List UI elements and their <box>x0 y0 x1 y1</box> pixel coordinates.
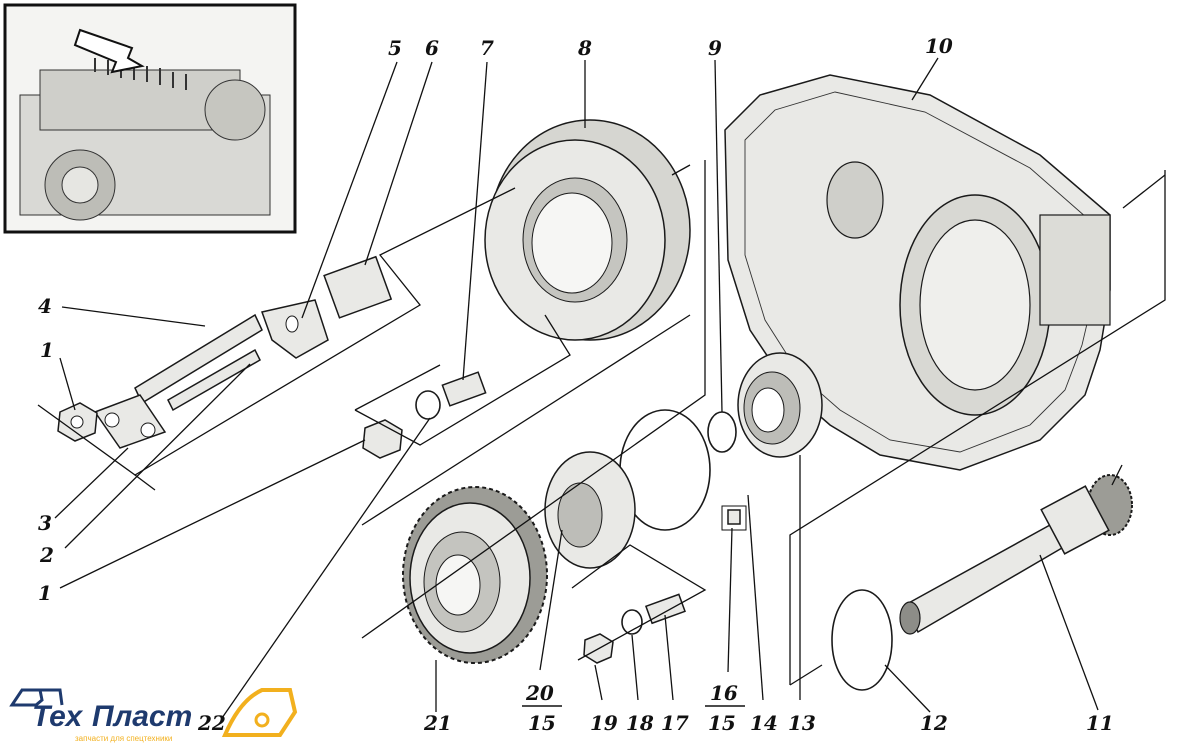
snap-ring-small <box>707 411 737 453</box>
logo-tagline: запчасти для спецтехники <box>75 734 172 743</box>
callout-leader-lines <box>54 57 1123 719</box>
logo-brand-part1: Тех <box>32 700 83 733</box>
callout-5: 5 <box>388 36 402 60</box>
callout-14: 14 <box>750 711 778 735</box>
callout-18: 18 <box>626 711 654 735</box>
clutch-cover <box>484 119 691 341</box>
callout-1-top: 1 <box>40 338 54 362</box>
callout-17: 17 <box>661 711 689 735</box>
callout-6: 6 <box>425 36 439 60</box>
input-shaft <box>899 474 1133 635</box>
callout-15-left: 15 <box>528 711 556 735</box>
callout-4: 4 <box>38 294 52 318</box>
callout-13: 13 <box>788 711 816 735</box>
callout-12: 12 <box>920 711 948 735</box>
callout-8: 8 <box>577 36 592 60</box>
callout-15-right: 15 <box>708 711 736 735</box>
callout-2: 2 <box>39 543 54 567</box>
gearbox-housing <box>724 74 1111 471</box>
techplast-logo: Тех Пласт запчасти для спецтехники <box>9 688 298 743</box>
assembly-bracket-lines <box>37 160 1166 686</box>
callout-19: 19 <box>590 711 618 735</box>
callout-9: 9 <box>708 36 722 60</box>
callout-labels: 5 6 7 8 9 10 4 1 3 2 1 22 21 20 15 19 18… <box>38 34 1114 735</box>
callout-11: 11 <box>1086 711 1114 735</box>
callout-10: 10 <box>925 34 953 58</box>
bearing-flange <box>544 451 636 569</box>
ring-gear <box>402 486 548 664</box>
callout-3: 3 <box>38 511 52 535</box>
stud-assembly <box>57 255 747 664</box>
callout-20: 20 <box>525 681 554 705</box>
retaining-ring-large <box>831 589 893 691</box>
callout-21: 21 <box>423 711 452 735</box>
logo-brand-part2: Пласт <box>92 700 192 733</box>
ball-bearing <box>737 352 823 458</box>
callout-16: 16 <box>710 681 738 705</box>
callout-1-bottom: 1 <box>38 581 52 605</box>
callout-7: 7 <box>480 36 494 60</box>
callout-22: 22 <box>197 711 226 735</box>
inset-locator-picture <box>3 3 297 234</box>
